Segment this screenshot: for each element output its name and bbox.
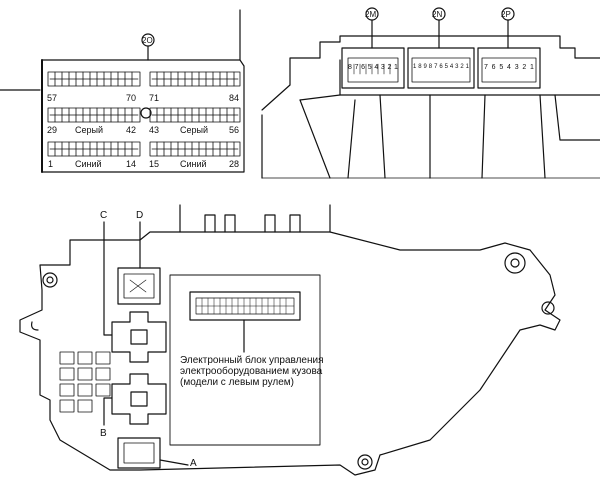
pin-2n-2: 2 bbox=[460, 64, 464, 70]
pin-43: 43 bbox=[149, 125, 160, 135]
pin-2m-6: 6 bbox=[361, 64, 366, 71]
pin-42: 42 bbox=[126, 125, 137, 135]
ecu-note-line1: Электронный блок управления bbox=[180, 355, 324, 366]
pin-2n-7: 7 bbox=[434, 64, 438, 70]
pin-2p-1: 1 bbox=[530, 64, 534, 71]
pin-29: 29 bbox=[47, 125, 58, 135]
connector-c bbox=[103, 221, 167, 363]
pin-2n-9: 9 bbox=[423, 64, 427, 70]
pin-2p-4: 4 bbox=[507, 64, 511, 71]
connector-2o-label: 2O bbox=[142, 36, 153, 45]
pin-2n-5: 5 bbox=[444, 64, 448, 70]
pin-2n-10: 8 bbox=[418, 64, 422, 70]
ecu-note-line3: (модели с левым рулем) bbox=[180, 377, 294, 388]
pin-70: 70 bbox=[126, 93, 137, 103]
ecu-note-line2: электрооборудованием кузова bbox=[180, 366, 323, 377]
pin-28: 28 bbox=[229, 159, 240, 169]
pin-2p-3: 3 bbox=[514, 64, 519, 71]
body-ecu-mount bbox=[19, 204, 561, 476]
pin-2p-6: 6 bbox=[491, 64, 496, 71]
pin-2n-11: 1 bbox=[413, 64, 417, 70]
pin-2n-3: 3 bbox=[455, 64, 459, 70]
connector-2n-pins: 1 8 9 8 7 6 5 4 3 2 1 bbox=[413, 64, 469, 70]
pin-2m-4: 4 bbox=[374, 64, 379, 71]
connector-2p-label: 2P bbox=[501, 10, 511, 19]
pin-1: 1 bbox=[48, 159, 54, 169]
junction-block-top bbox=[261, 7, 600, 179]
connector-a bbox=[117, 437, 189, 469]
pin-2m-1: 1 bbox=[394, 64, 398, 71]
connector-2o bbox=[0, 9, 245, 173]
pin-15: 15 bbox=[149, 159, 160, 169]
pin-2m-2: 2 bbox=[387, 64, 392, 71]
color-gray-left: Серый bbox=[75, 125, 104, 135]
callout-d: D bbox=[136, 210, 144, 221]
pin-2p-2: 2 bbox=[522, 64, 527, 71]
connector-b bbox=[103, 373, 167, 426]
color-gray-right: Серый bbox=[180, 125, 209, 135]
pin-71: 71 bbox=[149, 93, 160, 103]
pin-2n-4: 4 bbox=[449, 64, 454, 70]
pin-2n-6: 6 bbox=[439, 64, 443, 70]
pin-57: 57 bbox=[47, 93, 58, 103]
pin-2m-3: 3 bbox=[380, 64, 385, 71]
connector-2n-label: 2N bbox=[432, 10, 443, 19]
connector-2o-label-circle bbox=[141, 33, 155, 47]
connector-2m-pins: 8 7 6 5 4 3 2 1 bbox=[348, 64, 398, 71]
pin-84: 84 bbox=[229, 93, 240, 103]
pin-2p-7: 7 bbox=[484, 64, 488, 71]
connector-d bbox=[117, 221, 161, 305]
pin-2m-7: 7 bbox=[354, 64, 359, 71]
pin-14: 14 bbox=[126, 159, 137, 169]
pin-2p-5: 5 bbox=[499, 64, 504, 71]
pin-56: 56 bbox=[229, 125, 240, 135]
ecu-note: Электронный блок управления электрообору… bbox=[180, 355, 380, 388]
color-blue-left: Синий bbox=[75, 159, 102, 169]
color-blue-right: Синий bbox=[180, 159, 207, 169]
pin-2m-8: 8 bbox=[348, 64, 352, 71]
callout-c: C bbox=[100, 210, 108, 221]
pin-2m-5: 5 bbox=[367, 64, 372, 71]
connector-2m-label: 2M bbox=[365, 10, 377, 19]
pin-2n-8: 8 bbox=[428, 64, 433, 70]
connector-2p-pins: 7 6 5 4 3 2 1 bbox=[484, 64, 534, 71]
callout-b: B bbox=[100, 428, 107, 439]
pin-2n-1: 1 bbox=[465, 64, 469, 70]
callout-a: A bbox=[190, 458, 197, 469]
